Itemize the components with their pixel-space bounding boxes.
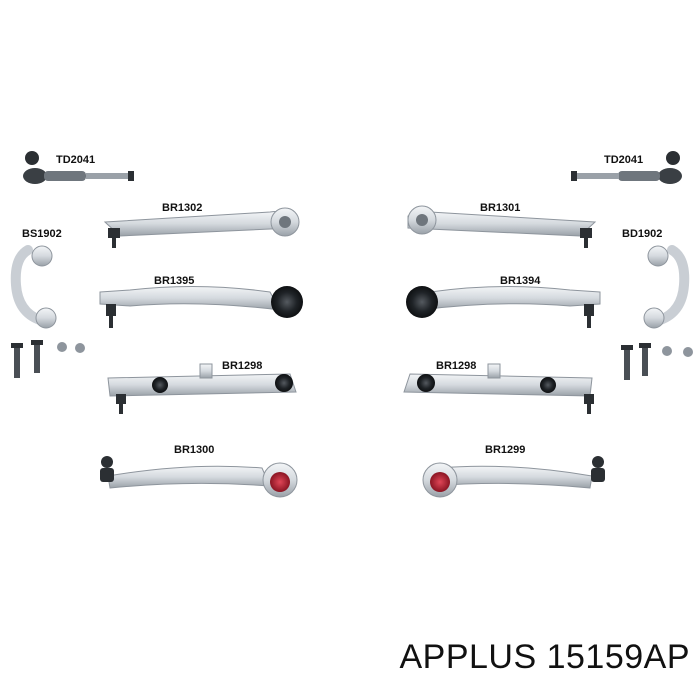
label-br1301: BR1301 xyxy=(480,202,521,214)
control-arm-br1300 xyxy=(100,456,298,498)
bolts-nuts-right xyxy=(621,343,693,380)
label-td2041-left: TD2041 xyxy=(56,154,96,166)
control-arm-br1298-left xyxy=(107,363,297,414)
control-arm-br1302 xyxy=(103,207,300,248)
stabilizer-link-bd1902 xyxy=(643,245,690,329)
label-bs1902: BS1902 xyxy=(22,228,62,240)
tie-rod-end-right xyxy=(571,151,682,184)
control-arm-br1395 xyxy=(99,285,303,328)
tie-rod-end-left xyxy=(23,151,134,184)
brand-part-number: APPLUS 15159AP xyxy=(399,638,690,676)
control-arm-br1394 xyxy=(406,285,601,328)
label-br1394: BR1394 xyxy=(500,275,541,287)
control-arm-br1298-right xyxy=(403,363,594,414)
control-arm-br1299 xyxy=(422,456,605,498)
label-br1395: BR1395 xyxy=(154,275,195,287)
label-br1298-left: BR1298 xyxy=(222,360,263,372)
control-arm-br1301 xyxy=(407,205,597,248)
label-td2041-right: TD2041 xyxy=(604,154,644,166)
stabilizer-link-bs1902 xyxy=(10,245,57,329)
label-br1298-right: BR1298 xyxy=(436,360,477,372)
label-br1299: BR1299 xyxy=(485,444,526,456)
label-bd1902: BD1902 xyxy=(622,228,663,240)
label-br1300: BR1300 xyxy=(174,444,215,456)
bolts-nuts-left xyxy=(11,340,85,378)
label-br1302: BR1302 xyxy=(162,202,203,214)
